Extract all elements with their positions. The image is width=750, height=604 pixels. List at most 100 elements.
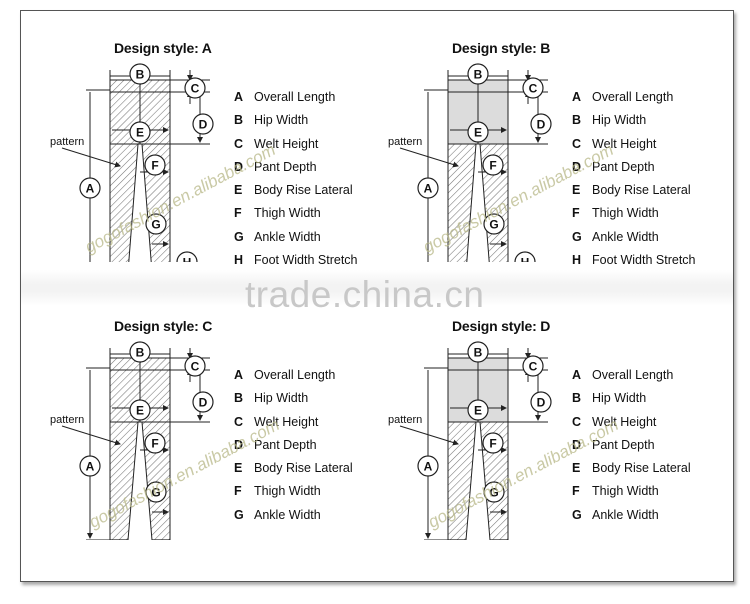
legend-label: Hip Width bbox=[592, 113, 647, 128]
marker-f bbox=[144, 432, 166, 454]
marker-e bbox=[129, 399, 151, 421]
legend-key: D bbox=[572, 437, 582, 452]
marker-b bbox=[467, 341, 489, 363]
marker-h bbox=[176, 251, 198, 262]
legend-key: F bbox=[234, 206, 242, 221]
marker-c-label: C bbox=[191, 82, 200, 96]
marker-a-label: A bbox=[86, 460, 95, 474]
legend-label: Thigh Width bbox=[254, 206, 321, 221]
marker-f bbox=[482, 154, 504, 176]
legend-key: E bbox=[234, 461, 243, 476]
legend-row: F Thigh Width bbox=[572, 206, 696, 229]
legend-label: Foot Width Stretch bbox=[254, 253, 358, 268]
pattern-label: pattern bbox=[388, 136, 422, 148]
legend-label: Hip Width bbox=[592, 391, 647, 406]
legend-label: Welt Height bbox=[254, 136, 319, 151]
legend-key: C bbox=[234, 414, 244, 429]
legend-label: Ankle Width bbox=[592, 229, 659, 244]
legend-label: Pant Depth bbox=[592, 159, 655, 174]
marker-a bbox=[79, 455, 101, 477]
left-leg bbox=[447, 143, 477, 262]
legend-key: C bbox=[572, 414, 582, 429]
pattern-pointer bbox=[61, 425, 121, 446]
left-leg bbox=[447, 421, 477, 540]
panel-title: Design style: D bbox=[452, 318, 551, 334]
divider-band bbox=[21, 270, 733, 306]
legend-key: F bbox=[234, 484, 242, 499]
pattern-pointer bbox=[399, 425, 459, 446]
marker-g-label: G bbox=[151, 486, 160, 500]
legend-key: B bbox=[572, 391, 582, 406]
marker-g bbox=[145, 481, 167, 503]
marker-g bbox=[483, 213, 505, 235]
marker-d bbox=[192, 113, 214, 135]
marker-f-label: F bbox=[151, 437, 158, 451]
marker-f-label: F bbox=[489, 437, 496, 451]
pattern-pointer bbox=[61, 147, 121, 168]
legend-label: Thigh Width bbox=[592, 206, 659, 221]
legend-label: Overall Length bbox=[254, 368, 336, 382]
marker-e-label: E bbox=[474, 404, 482, 418]
legend-key: E bbox=[234, 183, 243, 198]
marker-e-label: E bbox=[136, 126, 144, 140]
legend-key: E bbox=[572, 461, 581, 476]
pattern-label: pattern bbox=[50, 414, 84, 426]
marker-b bbox=[129, 63, 151, 85]
legend-label: Welt Height bbox=[592, 414, 657, 429]
marker-h-label: H bbox=[521, 256, 530, 263]
legend-row: B Hip Width bbox=[572, 391, 691, 414]
left-leg bbox=[109, 143, 139, 262]
marker-g-label: G bbox=[489, 218, 498, 232]
marker-e bbox=[467, 121, 489, 143]
marker-c bbox=[184, 77, 206, 99]
marker-d-label: D bbox=[537, 396, 546, 410]
legend-key: G bbox=[572, 229, 582, 244]
legend-row: G Ankle Width bbox=[572, 230, 696, 253]
legend-label: Pant Depth bbox=[592, 437, 655, 452]
left-leg bbox=[109, 421, 139, 540]
legend-label: Overall Length bbox=[592, 368, 674, 382]
legend-key: F bbox=[572, 484, 580, 499]
legend-key: A bbox=[572, 368, 582, 382]
marker-g bbox=[483, 481, 505, 503]
legend-key: G bbox=[572, 507, 582, 522]
marker-h-label: H bbox=[183, 256, 192, 263]
legend-key: G bbox=[234, 229, 244, 244]
legend-key: H bbox=[572, 253, 582, 268]
marker-a-label: A bbox=[86, 182, 95, 196]
marker-d-label: D bbox=[537, 118, 546, 132]
legend-key: G bbox=[234, 507, 244, 522]
marker-f bbox=[482, 432, 504, 454]
marker-d bbox=[530, 391, 552, 413]
legend-key: D bbox=[234, 437, 244, 452]
legend-label: Body Rise Lateral bbox=[592, 183, 691, 198]
marker-f bbox=[144, 154, 166, 176]
legend-key: F bbox=[572, 206, 580, 221]
marker-g-label: G bbox=[489, 486, 498, 500]
legend-row: F Thigh Width bbox=[234, 206, 358, 229]
legend-key: D bbox=[572, 159, 582, 174]
marker-b-label: B bbox=[136, 68, 145, 82]
legend-key: D bbox=[234, 159, 244, 174]
marker-a-label: A bbox=[424, 460, 433, 474]
legend-label: Thigh Width bbox=[592, 484, 659, 499]
marker-a bbox=[417, 177, 439, 199]
legend-key: C bbox=[572, 136, 582, 151]
marker-f-label: F bbox=[151, 159, 158, 173]
